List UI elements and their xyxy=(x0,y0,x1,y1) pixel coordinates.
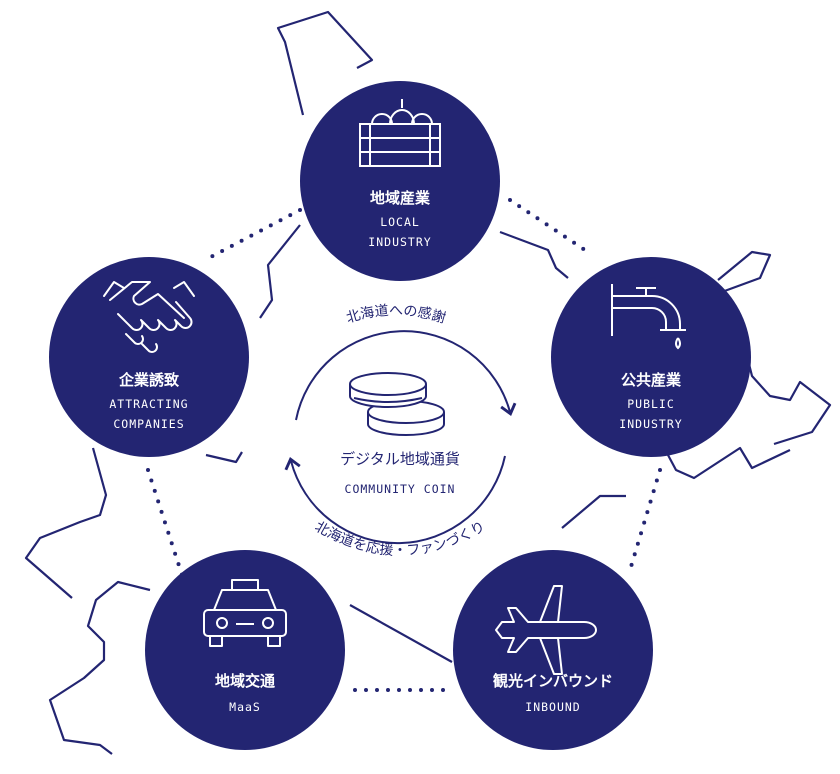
arc-label-top: 北海道への感謝 xyxy=(345,303,448,327)
node-inbound-sub1: INBOUND xyxy=(525,700,580,714)
node-inbound: 観光インバウンド INBOUND xyxy=(453,550,653,750)
node-public-industry-sub1: PUBLIC xyxy=(627,397,675,411)
node-local-industry: 地域産業 LOCAL INDUSTRY xyxy=(300,81,500,281)
node-local-industry-sub2: INDUSTRY xyxy=(368,235,431,249)
handshake-icon xyxy=(103,281,195,353)
dotted-connectors xyxy=(146,198,662,692)
node-local-industry-sub1: LOCAL xyxy=(380,215,420,229)
water-faucet-icon xyxy=(611,284,686,350)
airplane-icon xyxy=(495,585,597,675)
node-attracting-companies-sub1: ATTRACTING xyxy=(109,397,188,411)
produce-crate-icon xyxy=(359,99,441,167)
arc-arrow-bottom xyxy=(284,455,506,545)
node-attracting-companies-sub2: COMPANIES xyxy=(113,417,184,431)
taxi-icon xyxy=(203,579,287,647)
node-attracting-companies-title: 企業誘致 xyxy=(118,371,180,389)
hokkaido-outline xyxy=(24,10,832,755)
node-public-industry-title: 公共産業 xyxy=(621,371,682,389)
node-maas: 地域交通 MaaS xyxy=(145,550,345,750)
node-public-industry-sub2: INDUSTRY xyxy=(619,417,682,431)
node-local-industry-title: 地域産業 xyxy=(370,189,431,207)
node-maas-sub1: MaaS xyxy=(229,700,261,714)
arc-label-bottom: 北海道を応援・ファンづくり xyxy=(312,519,488,559)
cycle-arrows xyxy=(284,330,517,545)
coins-icon xyxy=(349,372,445,436)
center-subtitle: COMMUNITY COIN xyxy=(345,482,456,496)
node-inbound-title: 観光インバウンド xyxy=(493,672,613,690)
node-attracting-companies: 企業誘致 ATTRACTING COMPANIES xyxy=(49,257,249,457)
arc-arrow-top xyxy=(295,330,517,421)
node-maas-title: 地域交通 xyxy=(215,672,275,690)
node-public-industry: 公共産業 PUBLIC INDUSTRY xyxy=(551,257,751,457)
center-title: デジタル地域通貨 xyxy=(340,450,460,468)
